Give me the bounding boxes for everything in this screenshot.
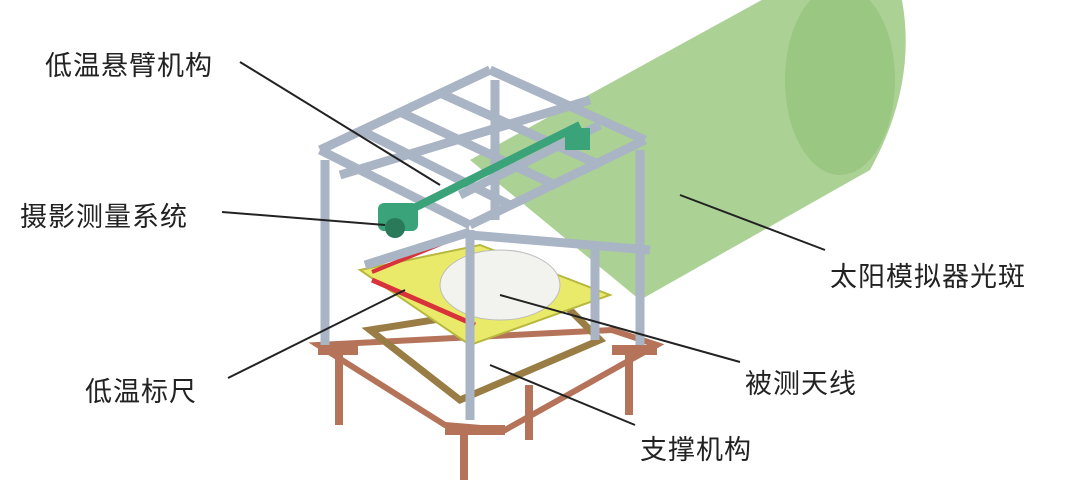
photogrammetry-camera [378, 203, 418, 238]
label-photogrammetry-system: 摄影测量系统 [20, 202, 188, 233]
antenna-dome [439, 249, 561, 321]
scale-bar [370, 277, 477, 328]
label-solar-simulator-spot: 太阳模拟器光斑 [830, 262, 1026, 293]
label-antenna-under-test: 被测天线 [745, 369, 857, 400]
cantilever-arm [398, 121, 582, 219]
label-cryogenic-scale: 低温标尺 [85, 377, 197, 408]
leader-lines [221, 61, 826, 426]
camera-2 [565, 128, 590, 150]
base-support [308, 326, 665, 480]
label-support-mechanism: 支撑机构 [640, 435, 752, 466]
frame [317, 65, 651, 420]
label-cantilever-mechanism: 低温悬臂机构 [45, 51, 213, 82]
solar-beam-end [785, 0, 895, 175]
